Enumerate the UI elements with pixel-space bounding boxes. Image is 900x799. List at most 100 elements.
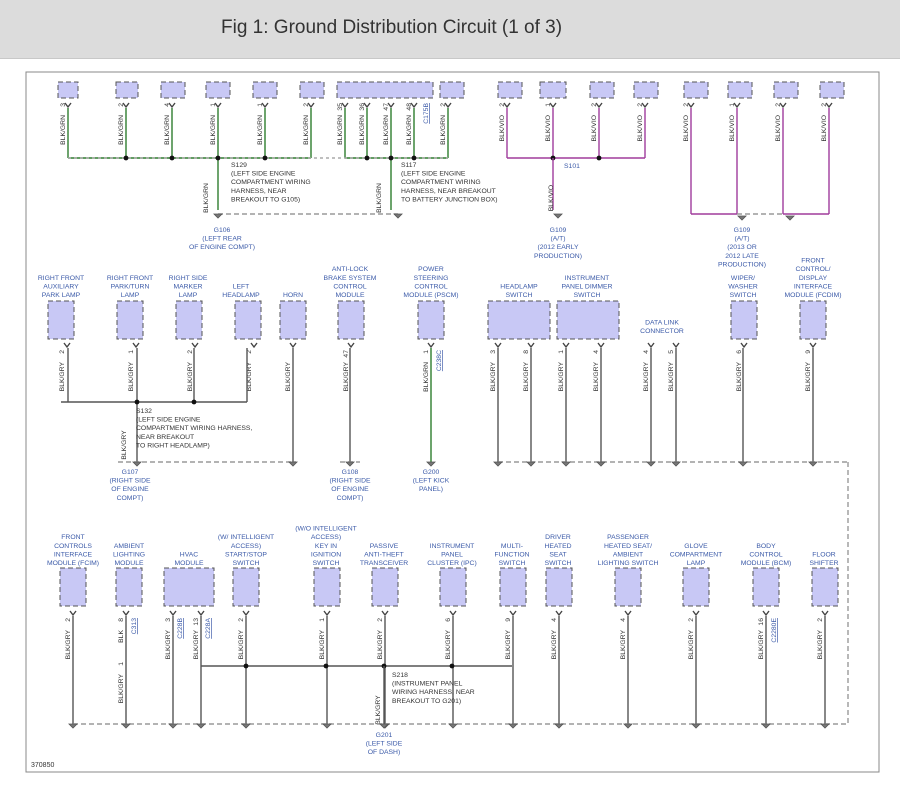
wire-color-label: BLK/GRY (121, 430, 128, 460)
component-label: SWITCH (730, 292, 757, 299)
pin-connector (562, 342, 570, 349)
wire-color-label: BLK/VIO (821, 115, 828, 141)
component-label: HEADLAMP (500, 283, 538, 290)
s132-label: COMPARTMENT WIRING HARNESS, (136, 425, 252, 432)
component-label: LIGHTING (113, 551, 145, 558)
component-label: KEY IN (315, 543, 337, 550)
component-label: (W/ INTELLIGENT (218, 534, 274, 541)
pin-number: 2 (377, 618, 384, 622)
pin-connector (132, 342, 140, 349)
component-label: AMBIENT (613, 551, 643, 558)
top-component-box (336, 81, 434, 99)
top-component-box (773, 81, 799, 99)
pin-connector (197, 610, 205, 617)
pin-connector (427, 342, 435, 349)
pin-number: 2 (440, 103, 447, 107)
component-label: GLOVE (684, 543, 708, 550)
component-box (163, 567, 215, 607)
component-label: WIPER/ (731, 275, 755, 282)
pin-connector (347, 342, 355, 349)
pin-number: 6 (445, 618, 452, 622)
splice-dot (215, 155, 221, 161)
pin-number: 5 (668, 350, 675, 354)
component-label: MARKER (173, 283, 202, 290)
g107-label: (RIGHT SIDE (109, 478, 151, 485)
wire-color-label: BLK/GRN (203, 183, 210, 213)
pin-number: 2 (238, 618, 245, 622)
component-label: HEADLAMP (222, 292, 260, 299)
component-label: FLOOR (812, 551, 836, 558)
pin-connector (672, 342, 680, 349)
g108-label: COMPT) (337, 495, 364, 502)
pin-connector (509, 610, 517, 617)
s129-label: BREAKOUT TO G105) (231, 196, 300, 203)
splice-dot (323, 663, 329, 669)
component-label: SWITCH (313, 560, 340, 567)
pin-connector (595, 102, 603, 109)
g109b-label: PRODUCTION) (718, 261, 766, 268)
component-label: SWITCH (545, 560, 572, 567)
component-label: LIGHTING SWITCH (598, 560, 659, 567)
component-label: INTERFACE (794, 283, 833, 290)
pin-number: 4 (593, 350, 600, 354)
pin-number: 1 (729, 103, 736, 107)
figure-header: Fig 1: Ground Distribution Circuit (1 of… (0, 0, 900, 59)
splice-dot (243, 663, 249, 669)
pin-number: 3 (165, 618, 172, 622)
pin-number: 2 (118, 103, 125, 107)
component-label: LAMP (687, 560, 706, 567)
ground-symbol (554, 723, 564, 729)
ground-symbol (68, 723, 78, 729)
component-label: START/STOP (225, 551, 267, 558)
ground-symbol (761, 723, 771, 729)
ground-symbol (691, 723, 701, 729)
s117-label: COMPARTMENT WIRING (401, 179, 481, 186)
splice-dot (169, 155, 175, 161)
component-box (487, 300, 551, 340)
connector-id: C228B (177, 618, 184, 639)
pin-number: 4 (620, 618, 627, 622)
component-label: PANEL DIMMER (562, 283, 613, 290)
pin-connector (687, 102, 695, 109)
pin-number: 2 (187, 350, 194, 354)
pin-connector (762, 610, 770, 617)
s117-label: (LEFT SIDE ENGINE (401, 171, 466, 178)
pin-connector (214, 102, 222, 109)
pin-connector (503, 102, 511, 109)
pin-connector (261, 102, 269, 109)
component-label: SWITCH (233, 560, 260, 567)
component-label: FUNCTION (494, 551, 529, 558)
component-label: SWITCH (499, 560, 526, 567)
top-component-box (589, 81, 615, 99)
component-label: RIGHT FRONT (107, 275, 153, 282)
g108-label: (RIGHT SIDE (329, 478, 371, 485)
pin-number: 3 (60, 103, 67, 107)
component-label: MODULE (FCIM) (47, 560, 99, 567)
s129-label: HARNESS, NEAR (231, 188, 287, 195)
ground-symbol (737, 215, 747, 221)
g109a-label: (2012 EARLY (537, 244, 579, 251)
top-component-box (115, 81, 139, 99)
wire-color-label: BLK/GRN (60, 115, 67, 145)
pin-connector (444, 102, 452, 109)
g200-label: (LEFT KICK (413, 478, 450, 485)
wire-color-label: BLK/VIO (729, 115, 736, 141)
wire-color-label: BLK/GRY (343, 362, 350, 392)
pin-number: 2 (817, 618, 824, 622)
pin-connector (740, 342, 748, 349)
ground-symbol (671, 461, 681, 467)
component-label: HEATED (544, 543, 571, 550)
component-label: ANTI-THEFT (364, 551, 404, 558)
component-label: DRIVER (545, 534, 571, 541)
g201-label: OF DASH) (368, 749, 400, 756)
splice-dot (364, 155, 370, 161)
s132-label: TO RIGHT HEADLAMP) (136, 442, 210, 449)
top-component-box (57, 81, 79, 99)
component-box (47, 300, 75, 340)
component-box (337, 300, 365, 340)
component-box (499, 567, 527, 607)
pin-number: 48 (406, 103, 413, 111)
g109b-label: (A/T) (734, 236, 749, 243)
g201-label: G201 (376, 732, 393, 739)
connector-id: C2280E (771, 618, 778, 643)
